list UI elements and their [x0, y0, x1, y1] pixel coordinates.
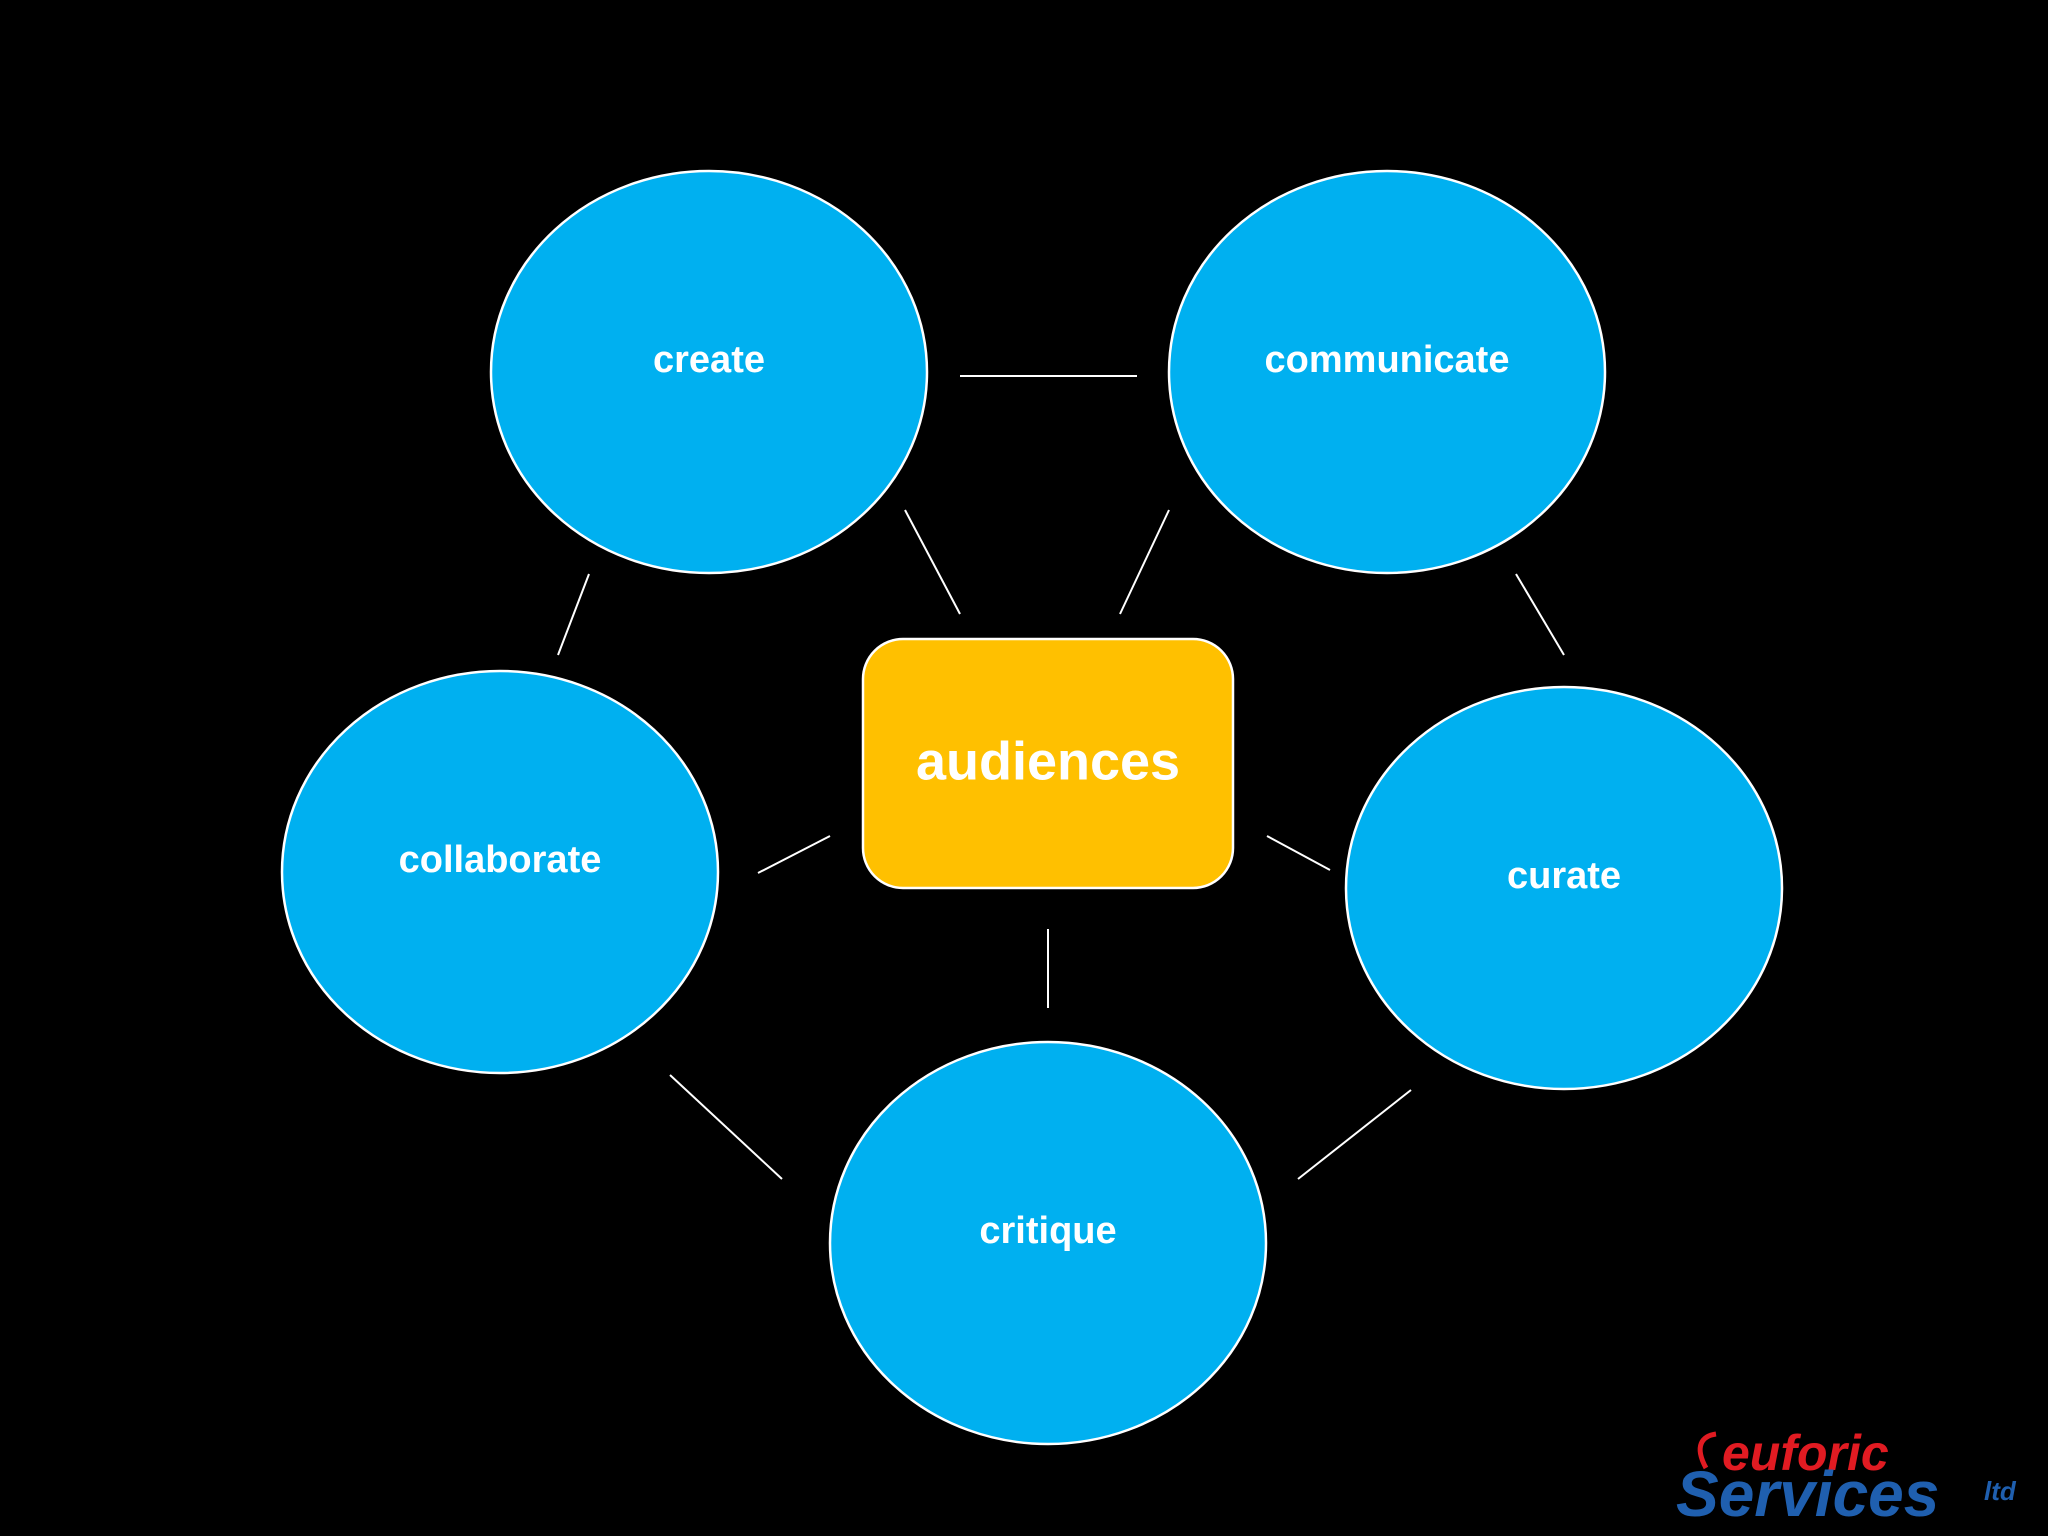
center-node-audiences: audiences: [861, 637, 1235, 890]
logo-bottom-text: Services: [1676, 1458, 1939, 1530]
connector-curate-critique: [1297, 1089, 1412, 1180]
node-label-curate: curate: [1507, 855, 1621, 897]
logo-suffix-text: ltd: [1984, 1476, 2017, 1506]
connector-center-collaborate: [757, 835, 831, 874]
node-collaborate: collaborate: [280, 669, 720, 1075]
node-communicate: communicate: [1167, 169, 1607, 575]
node-label-critique: critique: [979, 1210, 1116, 1252]
node-label-communicate: communicate: [1265, 339, 1510, 381]
center-label: audiences: [916, 731, 1180, 791]
connector-create-collaborate: [557, 573, 590, 656]
node-label-collaborate: collaborate: [399, 839, 602, 881]
connector-center-curate: [1266, 835, 1331, 871]
logo-top-text: euforic: [1722, 1425, 1889, 1481]
logo-swoosh-icon: [1697, 1431, 1717, 1470]
node-curate: curate: [1344, 685, 1784, 1091]
connector-communicate-curate: [1515, 573, 1565, 656]
connector-center-communicate: [1119, 509, 1170, 615]
connector-collaborate-critique: [669, 1074, 783, 1180]
node-label-create: create: [653, 339, 765, 381]
euforic-services-logo: euforic Services ltd: [1676, 1425, 2017, 1530]
connector-center-create: [904, 509, 961, 615]
node-create: create: [489, 169, 929, 575]
node-critique: critique: [828, 1040, 1268, 1446]
